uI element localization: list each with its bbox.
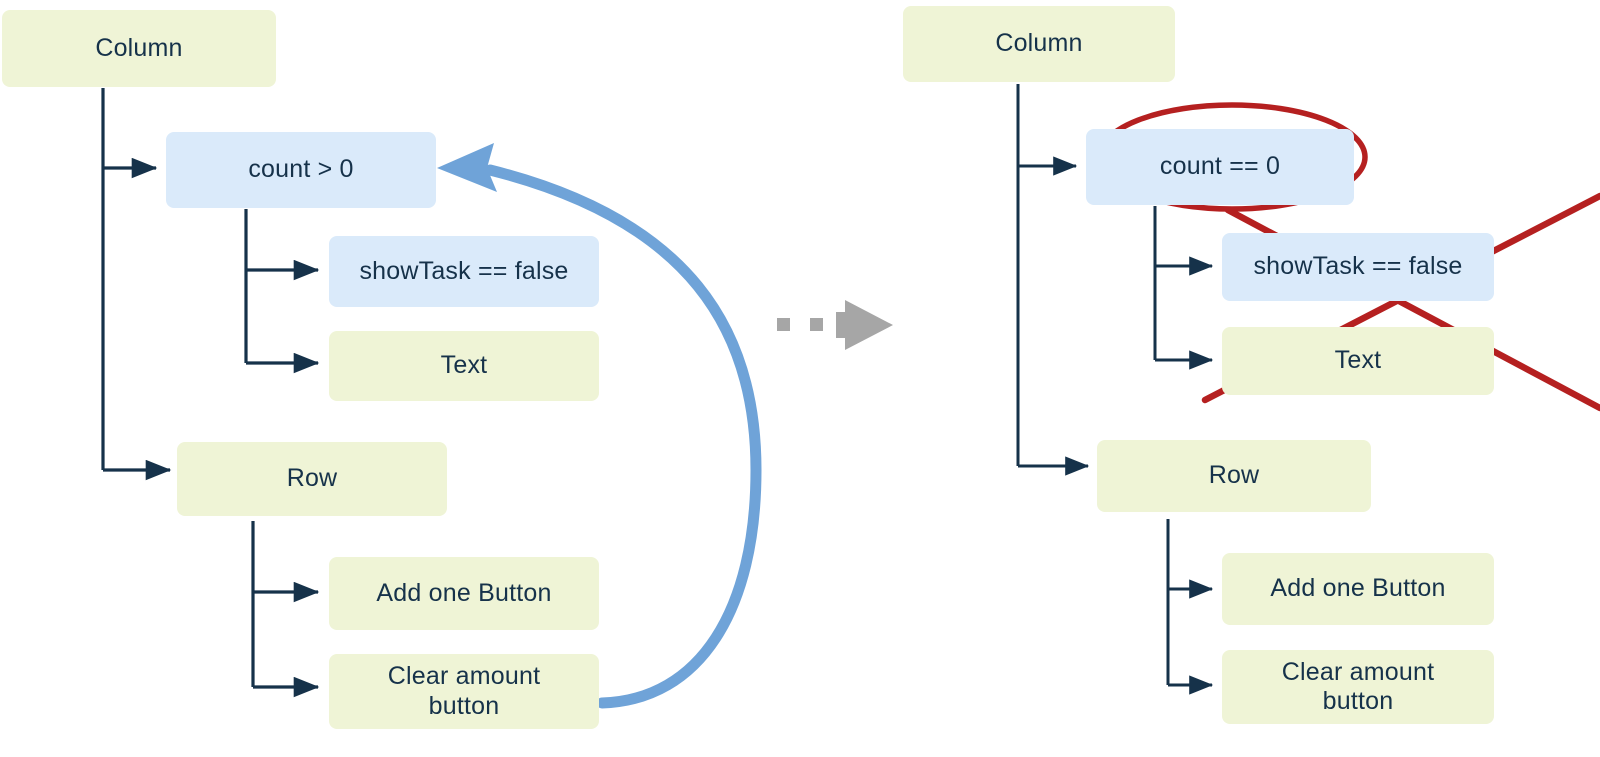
right-node-column[interactable]: Column [903, 6, 1175, 82]
transition-dot-1 [777, 318, 790, 331]
left-node-condition[interactable]: count > 0 [166, 132, 436, 208]
transition-dot-2 [810, 318, 823, 331]
left-node-clear-button[interactable]: Clear amount button [329, 654, 599, 729]
right-node-row[interactable]: Row [1097, 440, 1371, 512]
right-node-clear-button[interactable]: Clear amount button [1222, 650, 1494, 724]
left-node-row[interactable]: Row [177, 442, 447, 516]
right-node-text[interactable]: Text [1222, 327, 1494, 395]
right-node-nested-condition[interactable]: showTask == false [1222, 233, 1494, 301]
transition-arrow-icon [836, 300, 893, 350]
right-node-add-button[interactable]: Add one Button [1222, 553, 1494, 625]
left-node-add-button[interactable]: Add one Button [329, 557, 599, 630]
left-node-column[interactable]: Column [2, 10, 276, 87]
right-node-condition[interactable]: count == 0 [1086, 129, 1354, 205]
left-node-nested-condition[interactable]: showTask == false [329, 236, 599, 307]
left-node-text[interactable]: Text [329, 331, 599, 401]
